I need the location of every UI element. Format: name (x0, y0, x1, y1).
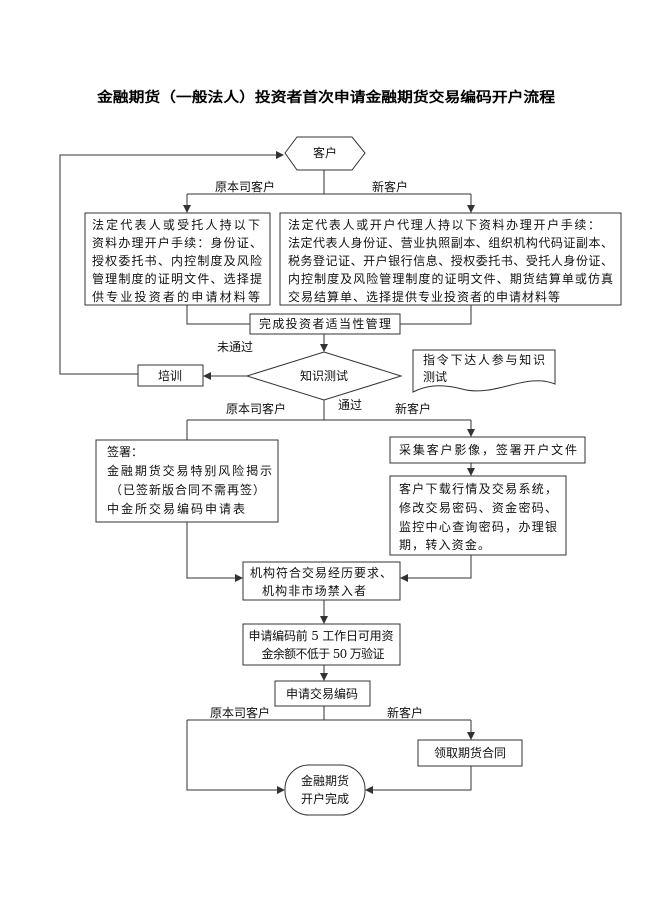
left-requirements-box (84, 212, 271, 306)
contract-box (417, 739, 523, 767)
institution-check-line: 机构非市场禁入者 (262, 583, 366, 598)
connector-left-to-suitability (186, 305, 250, 325)
institution-check-box (242, 561, 401, 601)
start-node-hexagon (284, 136, 366, 171)
collect-box-label: 采集客户影像，签署开户文件 (399, 442, 577, 457)
branch-1-left-label: 原本司客户 (215, 179, 275, 194)
connector-right-to-suitability (400, 305, 472, 325)
arrow-sign-to-institution (186, 522, 243, 582)
left-requirements-line: 管理制度的证明文件、选择提 (92, 271, 262, 286)
suitability-box (249, 313, 401, 335)
right-requirements-line: 法定代表人身份证、营业执照副本、组织机构代码证副本、 (288, 235, 613, 250)
sign-box (95, 439, 279, 523)
sign-box-line: 金融期货交易特别风险揭示 (107, 463, 272, 478)
knowledge-test-label: 知识测试 (300, 368, 348, 383)
branch-3-left-label: 原本司客户 (210, 705, 270, 720)
right-requirements-line: 交易结算单、选择提供专业投资者的申请材料等 (288, 289, 560, 304)
right-requirements-line: 税务登记证、开户银行信息、授权委托书、受托人身份证、 (288, 253, 613, 268)
right-requirements-line: 法定代表人或开户代理人持以下资料办理开户手续： (288, 217, 600, 232)
branch-1-right-label: 新客户 (372, 179, 408, 194)
test-note-document (412, 349, 556, 393)
sign-box-line: （已签新版合同不需再签） (110, 482, 265, 497)
collect-box (389, 436, 586, 464)
suitability-label: 完成投资者适当性管理 (259, 316, 391, 331)
left-requirements-line: 资料办理开户手续：身份证、 (92, 235, 262, 250)
start-node-label: 客户 (313, 145, 337, 160)
test-note-line: 指令下达人参与知识 (423, 352, 545, 367)
training-box (137, 364, 204, 387)
arrow-left-to-end (186, 720, 285, 794)
right-requirements-line: 内控制度及风险管理制度的证明文件、期货结算单或仿真 (288, 271, 613, 286)
fail-label: 未通过 (217, 340, 253, 354)
arrow-training-loop-back (59, 151, 284, 375)
fund-check-box (242, 623, 401, 666)
page-title: 金融期货（一般法人）投资者首次申请金融期货交易编码开户流程 (96, 89, 555, 106)
end-node-terminal (284, 764, 366, 816)
system-box-line: 客户下载行情及交易系统， (399, 481, 557, 496)
end-node-line: 金融期货 (301, 773, 349, 788)
left-requirements-line: 授权委托书、内控制度及风险 (92, 253, 262, 268)
contract-label: 领取期货合同 (434, 745, 506, 760)
arrow-contract-to-end (365, 766, 472, 794)
branch-2-left-label: 原本司客户 (226, 401, 286, 416)
test-note-line: 测试 (423, 369, 447, 384)
knowledge-test-diamond (245, 351, 403, 401)
branch-3-right-label: 新客户 (387, 705, 423, 720)
right-requirements-box (279, 212, 622, 306)
sign-box-line: 中金所交易编码申请表 (107, 501, 245, 516)
training-label: 培训 (158, 368, 182, 383)
pass-label: 通过 (338, 398, 362, 412)
system-box (389, 475, 567, 556)
system-box-line: 监控中心查询密码，办理银 (399, 519, 557, 534)
end-node-line: 开户完成 (301, 791, 349, 806)
branch-2-right-label: 新客户 (395, 401, 431, 416)
system-box-line: 修改交易密码、资金密码、 (399, 500, 557, 515)
institution-check-line: 机构符合交易经历要求、 (250, 565, 392, 580)
apply-code-box (274, 680, 371, 707)
fund-check-line: 申请编码前 5 工作日可用资 (249, 628, 394, 643)
apply-code-label: 申请交易编码 (286, 686, 358, 701)
system-box-line: 期，转入资金。 (399, 537, 490, 552)
fund-check-line: 金余额不低于 50 万验证 (262, 646, 385, 661)
sign-box-line: 签署： (107, 444, 143, 459)
arrow-system-to-institution (400, 555, 472, 582)
